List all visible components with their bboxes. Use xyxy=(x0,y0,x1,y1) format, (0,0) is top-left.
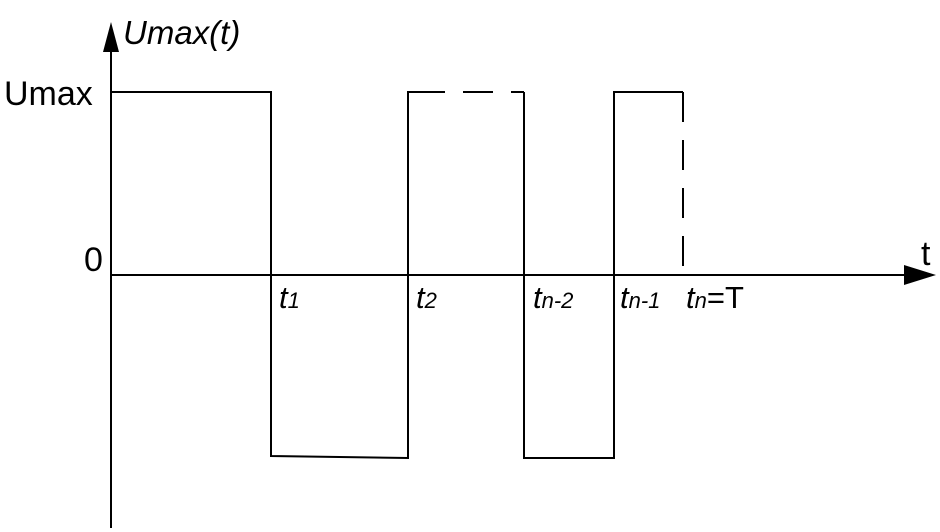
tick-label-tn-equals-T: tn=T xyxy=(686,280,744,315)
level-zero-label: 0 xyxy=(84,241,103,279)
tick-label-tn-1: tn-1 xyxy=(620,280,660,315)
level-high-label: Umax xyxy=(4,75,93,113)
y-axis-label: Umax(t) xyxy=(123,14,240,51)
tick-label-tn-2: tn-2 xyxy=(533,280,573,315)
tick-label-t2: t2 xyxy=(416,280,437,315)
x-axis-label: t xyxy=(921,235,931,273)
waveform-segment-middle xyxy=(523,91,683,459)
waveform-segment-start xyxy=(111,91,415,460)
x-axis-arrow-icon xyxy=(904,265,936,285)
tick-label-t1: t1 xyxy=(279,280,300,315)
y-axis-arrow-icon xyxy=(103,22,119,52)
